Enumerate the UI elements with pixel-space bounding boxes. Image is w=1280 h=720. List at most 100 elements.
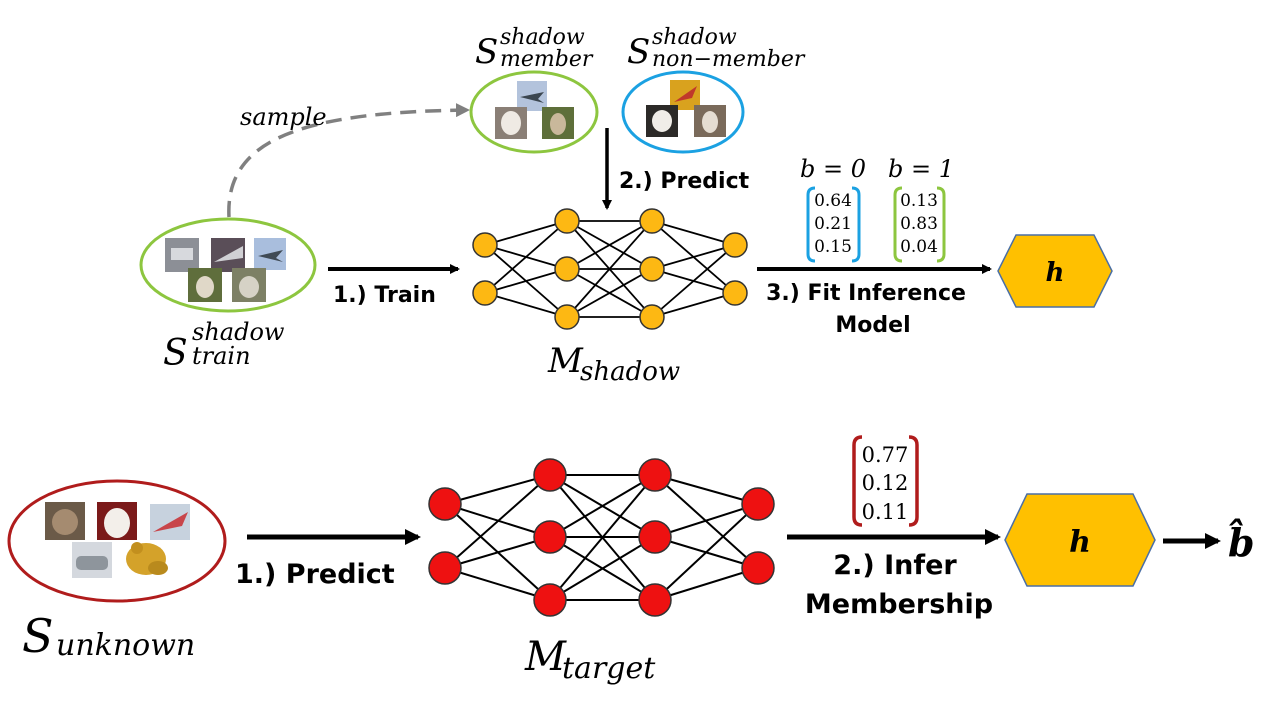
shadow-model-network [472, 208, 748, 330]
network-edge [651, 244, 736, 270]
network-edge [484, 220, 568, 294]
set-subscript: train [192, 342, 251, 370]
set-superscript: shadow [652, 25, 737, 50]
network-edge [651, 220, 736, 246]
network-node [638, 583, 672, 617]
network-edge [484, 292, 568, 318]
vector-value: 0.83 [900, 214, 938, 234]
hexagon-label: h [1046, 258, 1065, 288]
inference-model-h-top: h [997, 234, 1113, 308]
network-edge [484, 268, 568, 294]
network-edge [484, 220, 568, 246]
network-node [639, 208, 665, 234]
predict-step-label: 2.) Predict [619, 169, 750, 194]
network-node [639, 304, 665, 330]
network-node [554, 304, 580, 330]
unknown-set [7, 479, 227, 603]
predicted-membership-output: b̂ [1228, 519, 1255, 565]
shadow-nonmember-label: S shadow non−member [627, 25, 806, 72]
left-bracket [893, 186, 903, 263]
shadow-member-set [469, 70, 599, 154]
network-edge [651, 292, 736, 318]
sample-arrow [227, 103, 470, 218]
hexagon-shape [1004, 493, 1156, 587]
target-output-vector: 0.77 0.12 0.11 [852, 435, 919, 527]
set-symbol: S [627, 32, 650, 72]
network-edge [444, 567, 551, 601]
set-subscript: member [500, 47, 594, 72]
network-node [722, 232, 748, 258]
network-node [741, 551, 775, 585]
network-edge [654, 503, 759, 601]
network-node [638, 520, 672, 554]
vector-value: 0.21 [814, 214, 852, 234]
hexagon-label: h [1069, 525, 1091, 560]
vector-value: 0.12 [862, 471, 909, 495]
airplane-thumbnail [150, 504, 190, 540]
set-superscript: shadow [500, 25, 585, 50]
vector-label: b = 0 [800, 155, 866, 183]
network-node [554, 208, 580, 234]
vector-value: 0.13 [900, 191, 938, 211]
vector-value: 0.04 [900, 237, 938, 257]
network-node [428, 551, 462, 585]
vector-value: 0.11 [862, 500, 909, 524]
network-node [533, 520, 567, 554]
right-bracket [936, 186, 946, 263]
network-edge [549, 536, 656, 601]
set-symbol: S [22, 609, 54, 663]
network-edge [651, 244, 736, 318]
set-symbol: S [475, 32, 498, 72]
set-symbol: S [163, 333, 188, 374]
vector-value: 0.64 [814, 191, 852, 211]
network-edge [654, 567, 759, 601]
network-edge [566, 268, 653, 318]
network-node [472, 280, 498, 306]
vector-label: b = 1 [888, 155, 954, 183]
set-subscript: non−member [652, 47, 806, 72]
model-subscript: target [562, 651, 656, 686]
vector-b0: b = 0 0.64 0.21 0.15 [800, 155, 866, 263]
network-edge [549, 474, 656, 538]
unknown-set-label: S unknown [22, 609, 195, 663]
network-edge [566, 220, 653, 270]
model-symbol: M [524, 634, 567, 680]
vector-value: 0.15 [814, 237, 852, 257]
shadow-nonmember-set [621, 70, 745, 154]
set-superscript: shadow [192, 318, 285, 346]
fit-step-label-line2: Model [835, 313, 910, 338]
right-bracket [908, 435, 919, 527]
network-edge [444, 536, 551, 569]
shadow-train-set [139, 217, 317, 313]
network-edges [444, 474, 759, 601]
network-node [533, 583, 567, 617]
infer-step-label-line1: 2.) Infer [833, 550, 957, 581]
left-bracket [852, 435, 863, 527]
infer-step-label-line2: Membership [805, 589, 993, 620]
network-edge [566, 220, 653, 318]
target-model-network [428, 458, 775, 617]
right-bracket [851, 186, 861, 263]
vector-value: 0.77 [862, 443, 909, 467]
hexagon-shape [997, 234, 1113, 308]
network-edge [444, 474, 551, 569]
network-edge [549, 474, 656, 601]
sample-label: sample [240, 103, 327, 131]
network-edge [654, 503, 759, 538]
unknown-set-ellipse [7, 479, 227, 603]
train-step-label: 1.) Train [333, 283, 436, 308]
network-node [722, 280, 748, 306]
target-model-label: M target [524, 634, 656, 686]
network-node [638, 458, 672, 492]
vector-b1: b = 1 0.13 0.83 0.04 [888, 155, 954, 263]
network-node [472, 232, 498, 258]
network-node [533, 458, 567, 492]
network-node [428, 487, 462, 521]
model-subscript: shadow [580, 357, 680, 387]
network-edge [654, 474, 759, 505]
shadow-train-label: S shadow train [163, 318, 285, 374]
network-node [741, 487, 775, 521]
left-bracket [806, 186, 816, 263]
shadow-member-label: S shadow member [475, 25, 594, 72]
